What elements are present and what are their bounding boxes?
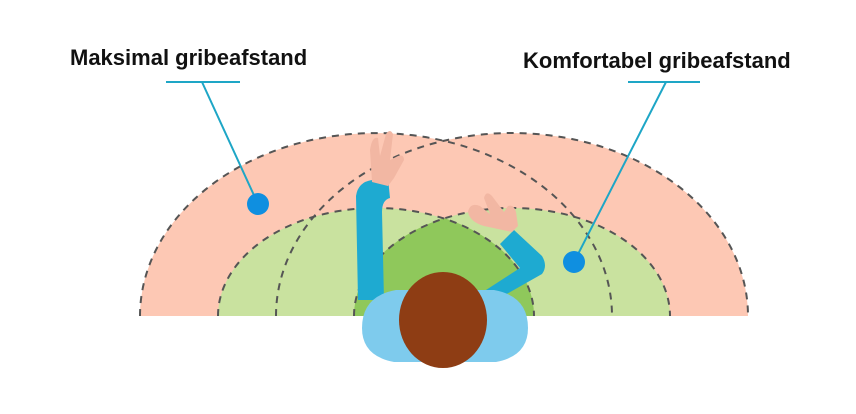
max-reach-label: Maksimal gribeafstand [70,45,307,70]
left-arm [356,178,390,300]
leader-lines [166,81,700,263]
max-reach-outline-right [275,132,749,317]
max-reach-marker-dot [247,193,269,215]
comfortable-reach-leader-line [573,81,700,263]
person-top-view [356,131,545,368]
right-arm [486,230,545,300]
right-hand [468,193,518,232]
left-hand [370,131,404,186]
comfortable-reach-label: Komfortabel gribeafstand [523,48,791,73]
comfortable-reach-marker-dot [563,251,585,273]
max-reach-outline-left [139,132,613,317]
head-hair [399,272,487,368]
max-reach-leader-line [166,81,259,205]
